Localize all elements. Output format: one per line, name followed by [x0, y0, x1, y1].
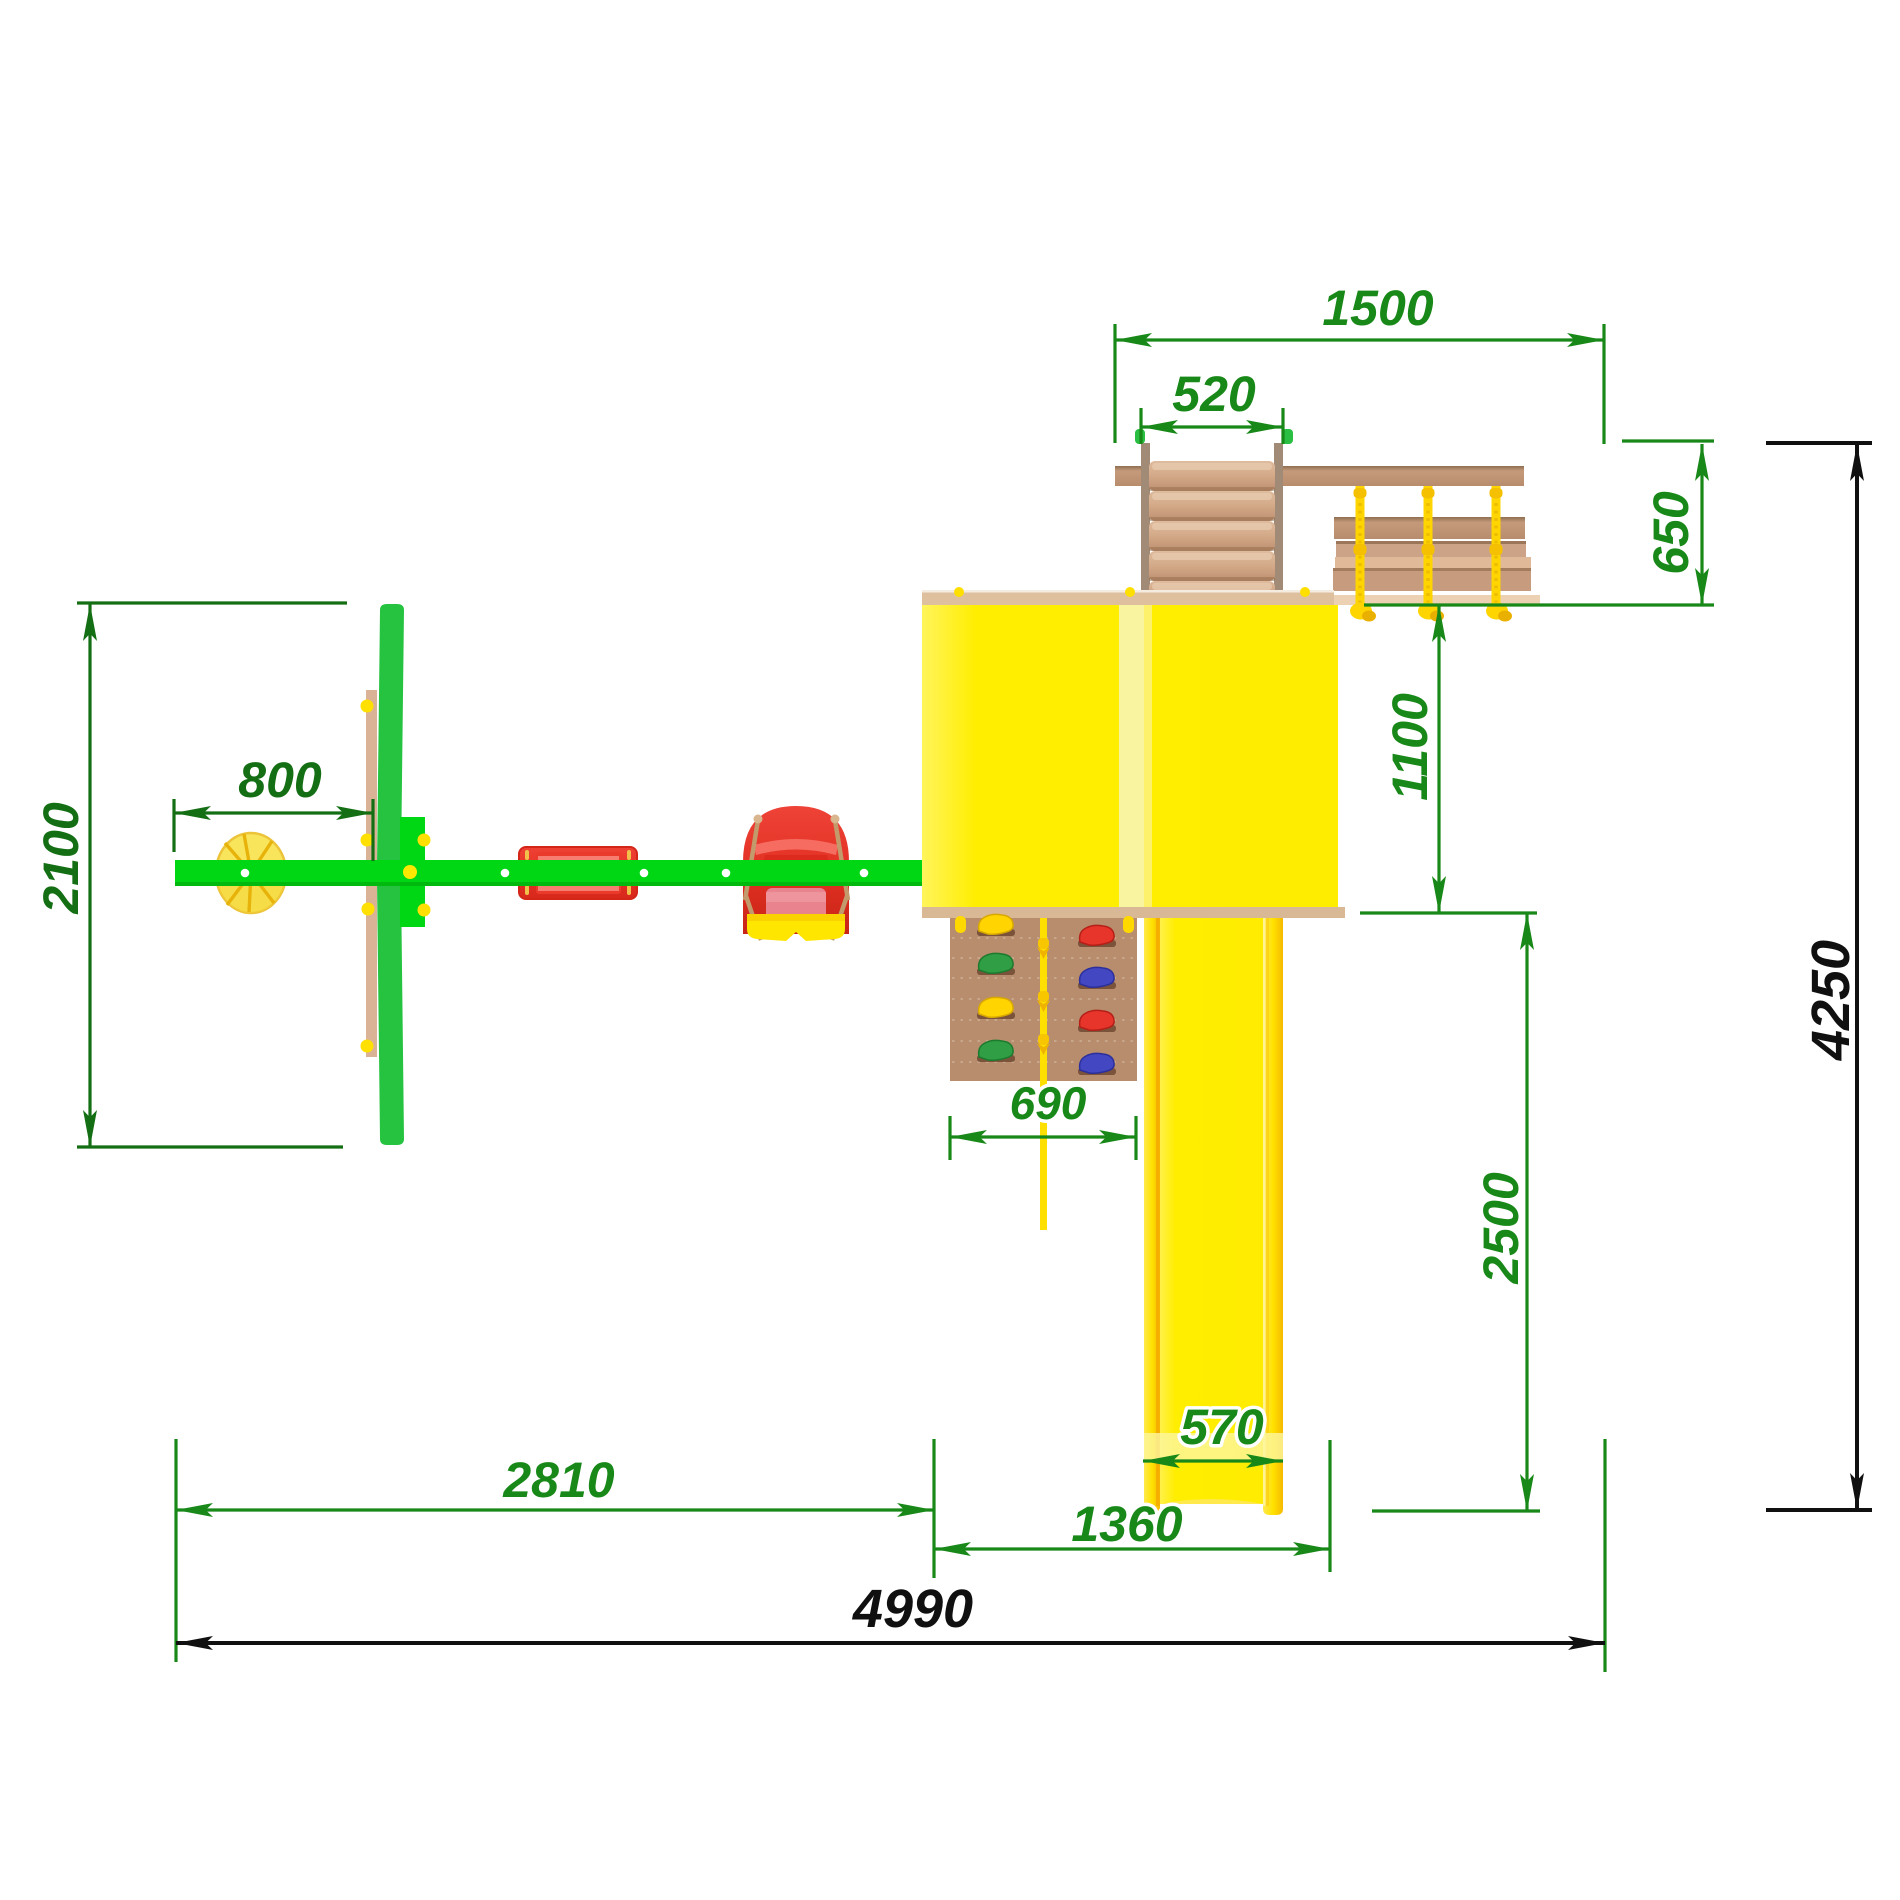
svg-text:570: 570	[1180, 1399, 1264, 1455]
svg-text:2500: 2500	[1473, 1172, 1529, 1284]
svg-text:650: 650	[1643, 491, 1699, 575]
svg-text:690: 690	[1010, 1077, 1087, 1129]
svg-text:4250: 4250	[1801, 940, 1861, 1061]
svg-text:4990: 4990	[852, 1579, 973, 1639]
svg-text:1360: 1360	[1071, 1496, 1182, 1552]
svg-text:520: 520	[1172, 366, 1256, 422]
svg-text:1500: 1500	[1322, 280, 1433, 336]
svg-text:800: 800	[238, 752, 322, 808]
svg-text:1100: 1100	[1382, 693, 1438, 801]
svg-text:2810: 2810	[502, 1452, 614, 1508]
svg-text:2100: 2100	[33, 802, 89, 914]
